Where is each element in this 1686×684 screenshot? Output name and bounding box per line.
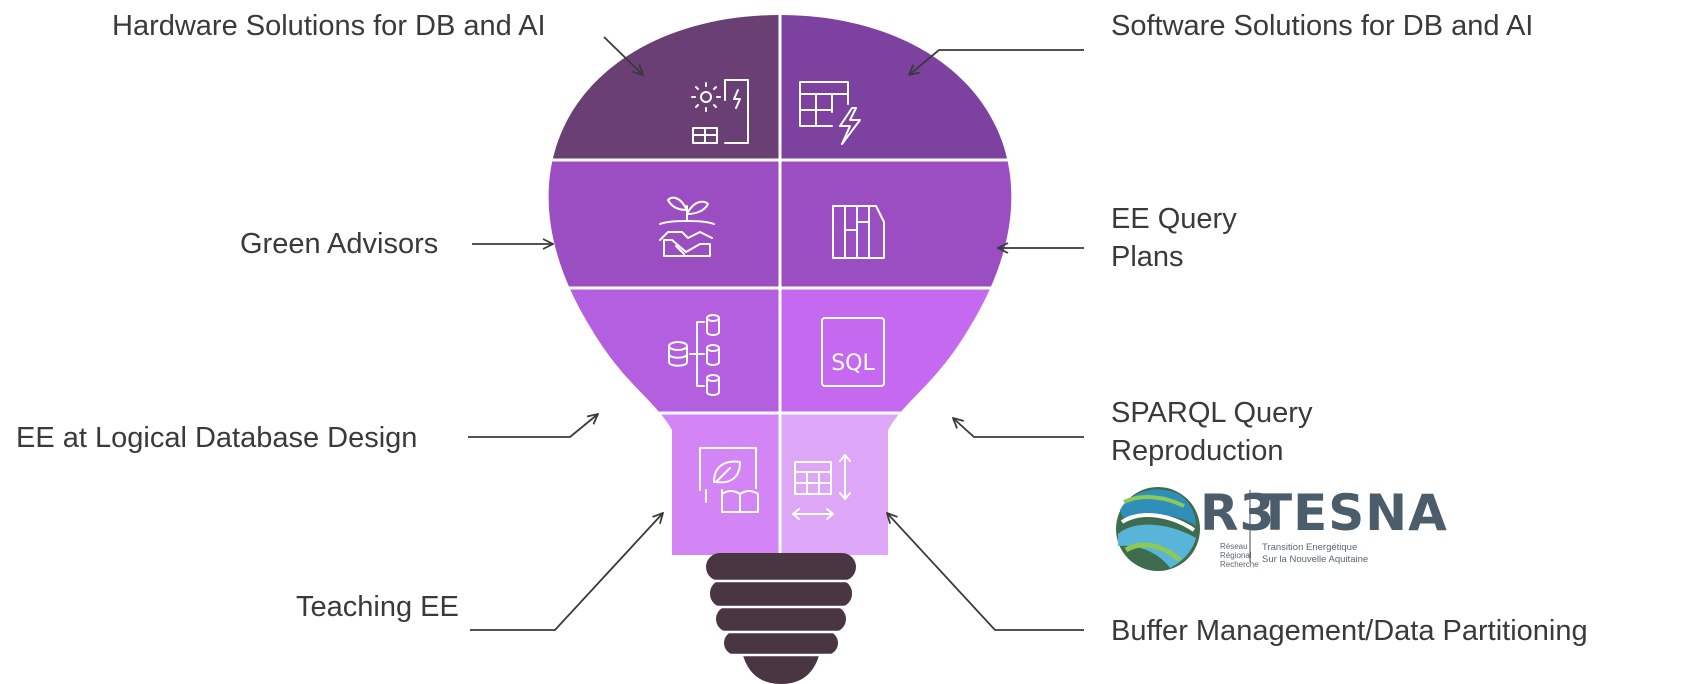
label-hardware: Hardware Solutions for DB and AI [112,10,546,42]
columns-icon [832,205,885,259]
label-software: Software Solutions for DB and AI [1111,10,1534,42]
logo-reseau-1: Réseau [1220,542,1248,551]
database-tree-icon [668,314,720,396]
bulb-body [548,15,1012,555]
label-ee-query-plans-line1: EE Query [1111,203,1237,235]
logo-tagline-1: Transition Energétique [1262,542,1358,553]
arrow-hardware [603,36,643,75]
segment-software [780,15,1012,160]
logo-tagline-2: Sur la Nouvelle Aquitaine [1262,554,1369,565]
logo-r3: R3 [1200,484,1276,542]
handshake-sprout-icon [659,196,715,257]
label-sparql: SPARQL Query Reproduction [1111,394,1312,470]
segment-green-advisors [548,160,780,288]
table-bolt-icon [799,81,861,145]
label-ee-logical-design: EE at Logical Database Design [16,422,418,454]
logo-reseau-2: Régional [1220,551,1252,560]
label-buffer: Buffer Management/Data Partitioning [1111,615,1588,647]
arrow-buffer [887,513,1084,631]
label-sparql-line1: SPARQL Query [1111,397,1313,429]
segment-logical-design [548,288,780,413]
logo-reseau-3: Recherche [1220,560,1259,569]
arrow-teaching [470,513,663,631]
arrow-software [909,49,1084,75]
sql-document-icon [821,317,885,387]
label-green-advisors: Green Advisors [240,228,439,260]
label-ee-query-plans: EE Query Plans [1111,200,1237,276]
bulb-base [706,553,856,684]
logo-tesna: TESNA [1258,484,1448,542]
solar-charger-icon [691,79,749,144]
table-resize-icon [792,454,851,520]
segment-teaching [548,413,780,555]
label-teaching: Teaching EE [296,591,459,623]
sql-text: SQL [831,351,875,376]
segment-query-plans [780,160,1012,288]
arrow-sparql [953,418,1084,438]
teaching-leaf-book-icon [699,447,759,513]
r3-tesna-logo [1116,487,1251,571]
segment-sparql [780,288,1012,413]
label-sparql-line2: Reproduction [1111,435,1284,467]
arrow-logical-design [468,414,598,438]
segment-buffer [780,413,1012,555]
label-ee-query-plans-line2: Plans [1111,241,1184,273]
